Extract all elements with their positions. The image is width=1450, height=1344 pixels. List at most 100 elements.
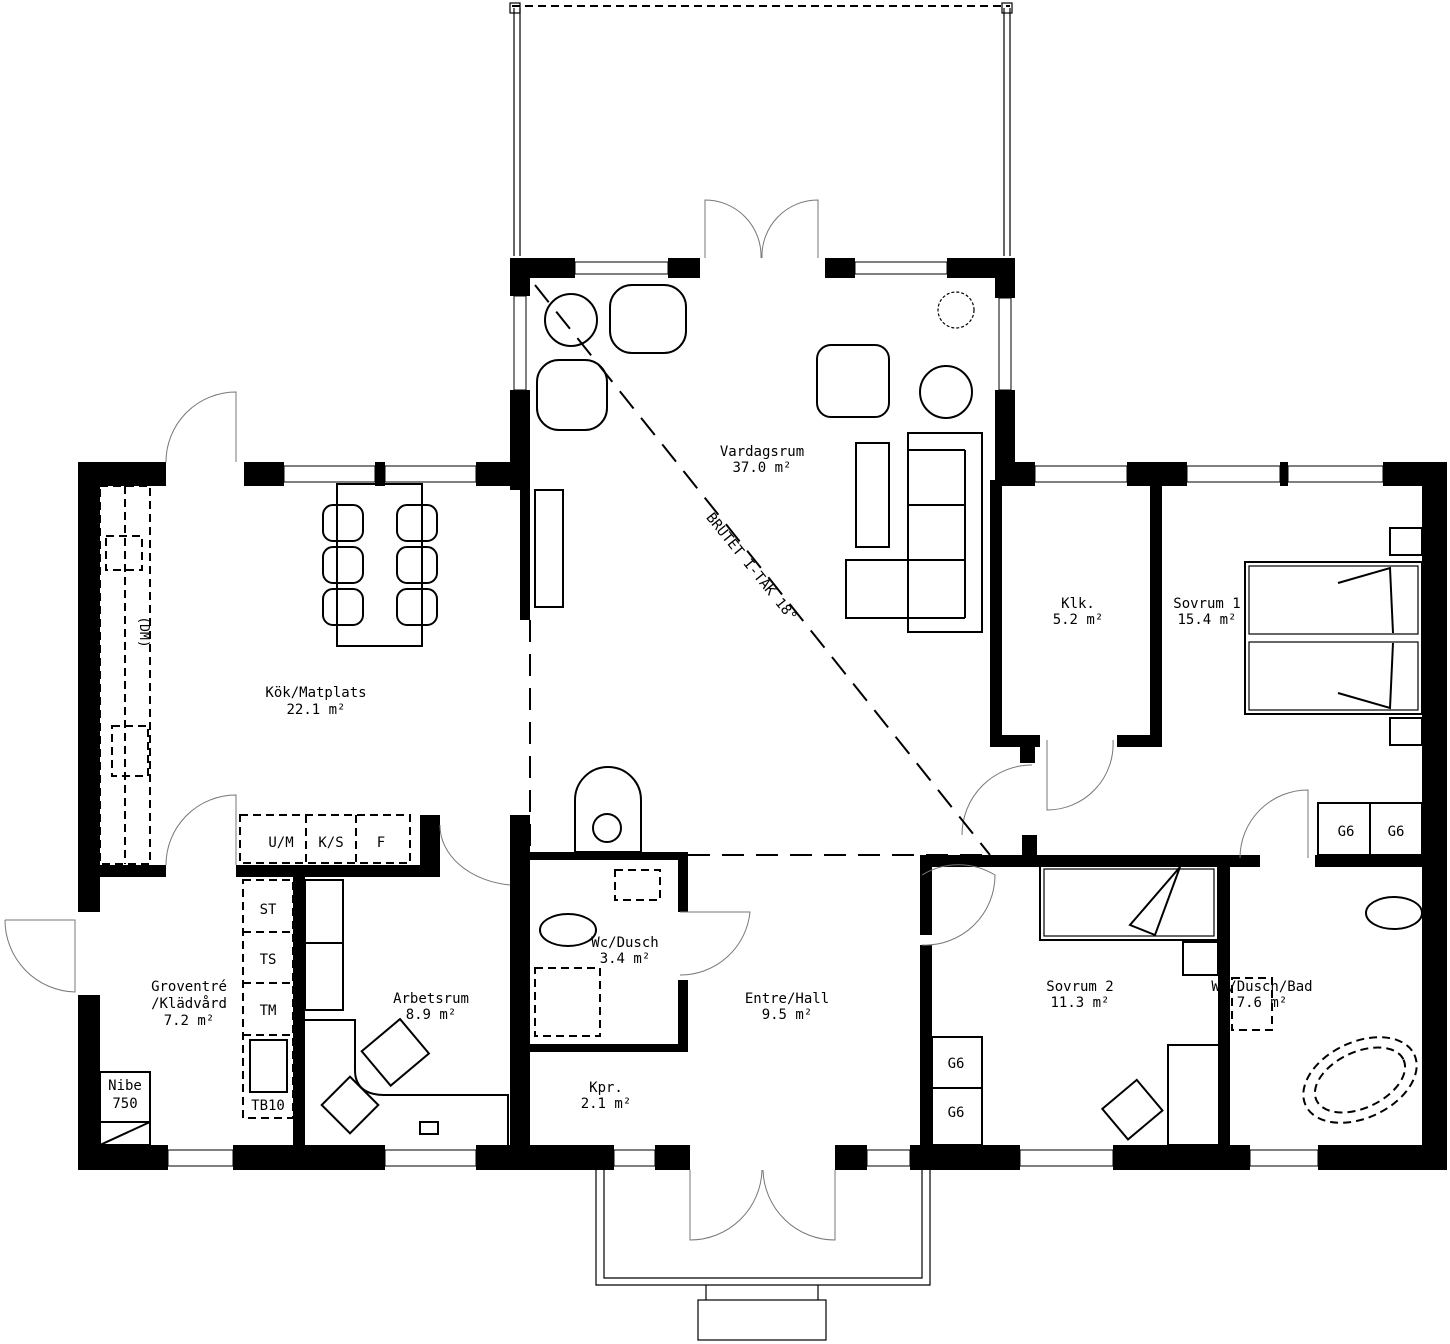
wall: [910, 1145, 1020, 1170]
wall: [78, 462, 166, 486]
ceiling-break-line: BRUTET I-TAK 18°: [529, 284, 991, 856]
fireplace-icon: [574, 766, 642, 853]
window: [574, 261, 669, 275]
wall: [78, 1145, 168, 1170]
wall: [1318, 1145, 1447, 1170]
room-name-kpr: Kpr.: [589, 1080, 623, 1096]
sofa-icon: [845, 432, 983, 633]
toilet-icon: [1365, 896, 1423, 930]
wall: [510, 390, 530, 490]
entrance-porch: [595, 1170, 931, 1341]
office-furniture: [304, 879, 509, 1145]
wall: [244, 462, 284, 486]
dining-chair-icon: [396, 588, 438, 626]
wall: [530, 1044, 688, 1052]
kitchen-counter: (DM): [99, 485, 151, 865]
wall: [678, 980, 688, 1052]
window: [1249, 1149, 1319, 1167]
window: [1287, 465, 1384, 483]
office-chair-icon: [360, 1017, 431, 1088]
wardrobe-label: G6: [948, 1105, 965, 1121]
doors[interactable]: [4, 199, 1309, 1241]
wall: [835, 1145, 867, 1170]
wall: [920, 855, 932, 935]
wall: [78, 995, 100, 1170]
terrace-door-right: [761, 199, 819, 259]
wardrobes-sovrum1: G6 G6: [1317, 802, 1423, 856]
hall-door: [961, 764, 1033, 836]
tb10-label: TB10: [251, 1098, 285, 1114]
room-name-wcduschbad: Wc/Dusch/Bad: [1211, 979, 1312, 995]
computer-icon: [320, 1075, 380, 1135]
klk-door: [1046, 739, 1114, 811]
wall: [1022, 835, 1037, 857]
kitchen-groventre-door: [165, 794, 237, 866]
arbetsrum-door: [439, 824, 511, 886]
window: [1019, 1149, 1114, 1167]
room-name-sovrum1: Sovrum 1: [1173, 596, 1240, 612]
sink-icon: [105, 535, 143, 571]
room-name-vardagsrum: Vardagsrum: [720, 444, 804, 460]
room-name-arbetsrum: Arbetsrum: [393, 991, 469, 1007]
plant-icon: [937, 291, 975, 329]
window: [998, 297, 1012, 391]
front-door-right: [762, 1169, 836, 1241]
room-labels: Vardagsrum 37.0 m² Kök/Matplats 22.1 m² …: [151, 444, 1313, 1112]
room-area-sovrum2: 11.3 m²: [1050, 995, 1109, 1011]
windows: [167, 261, 1384, 1167]
window: [854, 261, 948, 275]
window: [513, 295, 527, 391]
living-room-furniture: [534, 284, 983, 633]
room-area-sovrum1: 15.4 m²: [1177, 612, 1236, 628]
kitchen-outer-door: [165, 391, 237, 463]
room-area-arbetsrum: 8.9 m²: [406, 1007, 457, 1023]
wall: [1150, 480, 1162, 747]
room-area-kpr: 2.1 m²: [581, 1096, 632, 1112]
room-area-klk: 5.2 m²: [1053, 612, 1104, 628]
wall: [530, 852, 685, 860]
bedroom1-furniture: [1244, 527, 1423, 746]
wall: [420, 815, 440, 877]
nibe-model-label: 750: [112, 1096, 137, 1112]
window: [167, 1149, 234, 1167]
heat-pump: Nibe 750: [99, 1071, 151, 1146]
terrace: [509, 2, 1013, 256]
wall: [78, 462, 100, 912]
ks-label: K/S: [318, 835, 343, 851]
wall: [476, 1145, 614, 1170]
window: [1186, 465, 1281, 483]
room-name-kladvard: /Klädvård: [151, 995, 227, 1012]
tv-bench: [534, 489, 564, 608]
ceiling-label: BRUTET I-TAK 18°: [702, 510, 799, 625]
wardrobe-label: G6: [1338, 824, 1355, 840]
window: [613, 1149, 656, 1167]
wall: [668, 258, 700, 278]
ts-label: TS: [260, 952, 277, 968]
wall: [1315, 855, 1422, 867]
room-name-groventre: Groventré: [151, 979, 227, 995]
bed-icon: [1039, 864, 1219, 941]
room-name-klk: Klk.: [1061, 596, 1095, 612]
window: [283, 465, 376, 483]
freezer-label: F: [377, 835, 385, 851]
terrace-door-left: [704, 199, 762, 259]
armchair-icon: [816, 344, 890, 418]
desk: [1167, 1044, 1221, 1146]
wall: [1422, 462, 1447, 1170]
wardrobe-label: G6: [948, 1056, 965, 1072]
wall: [920, 945, 932, 1145]
window: [384, 1149, 477, 1167]
wc-fixtures: [534, 869, 661, 1037]
laundry-column: ST TS TM TB10: [242, 879, 294, 1119]
sovrum2-door: [921, 864, 996, 946]
bathtub-icon: [1302, 1036, 1418, 1124]
dryer-cabinet-icon: [249, 1039, 288, 1093]
wall: [825, 258, 855, 278]
wall: [1020, 735, 1035, 763]
wall: [995, 390, 1015, 485]
dining-chair-icon: [322, 504, 364, 542]
dishwasher-label: (DM): [136, 616, 151, 647]
walls: [78, 258, 1447, 1170]
wardrobes-sovrum2: G6 G6: [931, 1036, 983, 1146]
dining-table: [322, 483, 438, 647]
